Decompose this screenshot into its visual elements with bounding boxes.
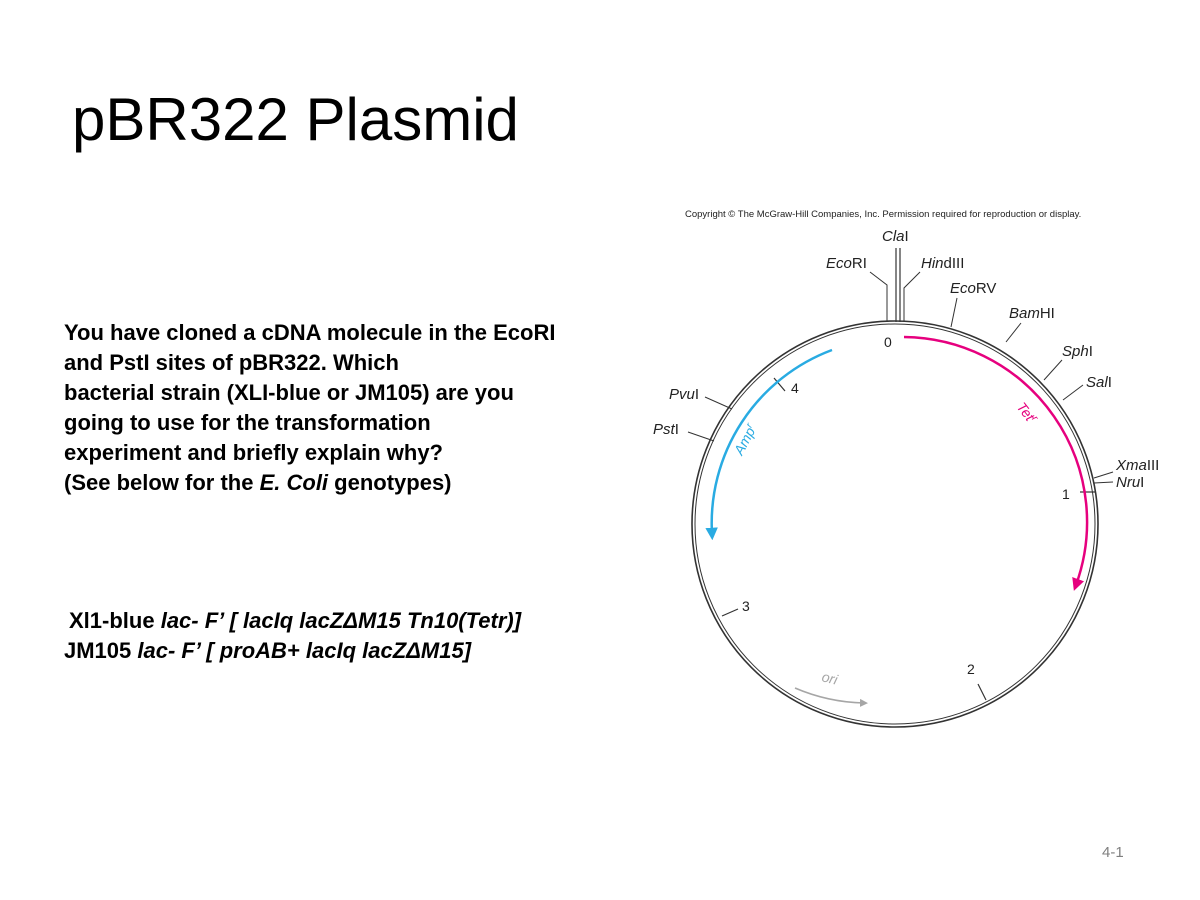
question-line: going to use for the transformation [64, 410, 431, 435]
see-below-suffix: genotypes) [328, 470, 452, 495]
site-label-part: Pvu [669, 386, 696, 403]
ecori-leader [869, 271, 888, 322]
site-label-part: I [695, 386, 699, 403]
position-tick-2 [977, 683, 987, 701]
site-label-part: I [1089, 343, 1093, 360]
site-label-part: Cla [882, 228, 905, 245]
position-tick-4 [773, 377, 786, 392]
gene-superscript: r [744, 421, 756, 430]
site-label-part: dIII [944, 255, 965, 272]
tet-gene-arrow [903, 335, 1089, 591]
slide-title: pBR322 Plasmid [72, 86, 519, 153]
see-below-line: (See below for the E. Coli genotypes) [64, 468, 664, 498]
position-label-1: 1 [1062, 486, 1070, 502]
hindiii-leader [903, 271, 921, 322]
position-tick-3 [721, 608, 739, 617]
site-label-part: RV [976, 280, 997, 297]
site-label-part: HI [1040, 305, 1055, 322]
sphi-leader [1043, 359, 1063, 381]
gene-superscript: r [1029, 414, 1040, 424]
ori-arrow [794, 687, 868, 707]
position-label-3: 3 [742, 598, 750, 614]
site-label-part: I [1140, 474, 1144, 491]
bamhi-leader [1005, 322, 1022, 343]
genotype-xl1-blue: Xl1-blue lac- F’ [ lacIq lacZΔM15 Tn10(T… [64, 606, 664, 636]
plasmid-circle-inner [694, 323, 1096, 725]
site-label-hindiii: HindIII [921, 255, 964, 272]
site-label-sphi: SphI [1062, 343, 1093, 360]
site-label-part: I [1108, 374, 1112, 391]
question-line: and PstI sites of pBR322. Which [64, 350, 399, 375]
site-label-part: Pst [653, 421, 676, 438]
nrui-leader [1093, 481, 1114, 484]
gene-name: Tet [1014, 399, 1039, 425]
site-label-xmaiii: XmaIII [1115, 457, 1159, 474]
pvui-leader [704, 396, 733, 410]
xmaiii-leader [1093, 471, 1114, 479]
position-label-4: 4 [791, 380, 799, 396]
tet-gene-label: Tetr [1014, 399, 1041, 427]
site-label-ecorv: EcoRV [950, 280, 996, 297]
site-label-bamhi: BamHI [1009, 305, 1055, 322]
site-label-part: Nru [1116, 474, 1141, 491]
gene-name: Amp [730, 424, 758, 458]
amp-gene-label: Ampr [730, 421, 760, 458]
ori-label: ori [820, 668, 840, 688]
strain-genotype: lac- F’ [ proAB+ lacIq lacZΔM15] [137, 638, 472, 663]
site-label-clai: ClaI [882, 228, 909, 245]
question-line: bacterial strain (XLI-blue or JM105) are… [64, 380, 514, 405]
site-label-psti: PstI [653, 421, 679, 438]
site-label-part: Eco [826, 255, 852, 272]
psti-leader [687, 431, 715, 442]
site-label-sali: SalI [1086, 374, 1112, 391]
ecorv-leader [950, 297, 958, 328]
site-label-part: Xma [1115, 457, 1147, 474]
genotype-jm105: JM105 lac- F’ [ proAB+ lacIq lacZΔM15] [64, 636, 664, 666]
position-label-2: 2 [967, 661, 975, 677]
amp-gene-arrow [705, 348, 833, 541]
genotype-list: Xl1-blue lac- F’ [ lacIq lacZΔM15 Tn10(T… [64, 606, 664, 666]
site-label-part: Eco [950, 280, 976, 297]
site-label-ecori: EcoRI [826, 255, 867, 272]
strain-name: Xl1-blue [69, 608, 155, 633]
copyright-notice: Copyright © The McGraw-Hill Companies, I… [685, 209, 1081, 220]
question-text: You have cloned a cDNA molecule in the E… [64, 318, 664, 498]
site-label-part: III [1147, 457, 1160, 474]
site-label-part: RI [852, 255, 867, 272]
strain-genotype: lac- F’ [ lacIq lacZΔM15 Tn10(Tetr)] [160, 608, 522, 633]
site-label-nrui: NruI [1116, 474, 1144, 491]
plasmid-circle-outer [691, 320, 1099, 728]
question-line: You have cloned a cDNA molecule in the E… [64, 320, 556, 345]
strain-name: JM105 [64, 638, 132, 663]
sali-leader [1062, 384, 1084, 401]
site-label-part: I [675, 421, 679, 438]
site-label-part: Sal [1086, 374, 1108, 391]
site-label-part: Sph [1062, 343, 1089, 360]
page-number: 4-1 [1102, 844, 1124, 861]
site-label-part: I [905, 228, 909, 245]
site-label-part: Hin [921, 255, 944, 272]
question-line: experiment and briefly explain why? [64, 440, 443, 465]
position-label-0: 0 [884, 334, 892, 350]
see-below-organism: E. Coli [259, 470, 329, 495]
site-label-pvui: PvuI [669, 386, 699, 403]
site-label-part: Bam [1009, 305, 1040, 322]
see-below-prefix: (See below for the [64, 470, 260, 495]
